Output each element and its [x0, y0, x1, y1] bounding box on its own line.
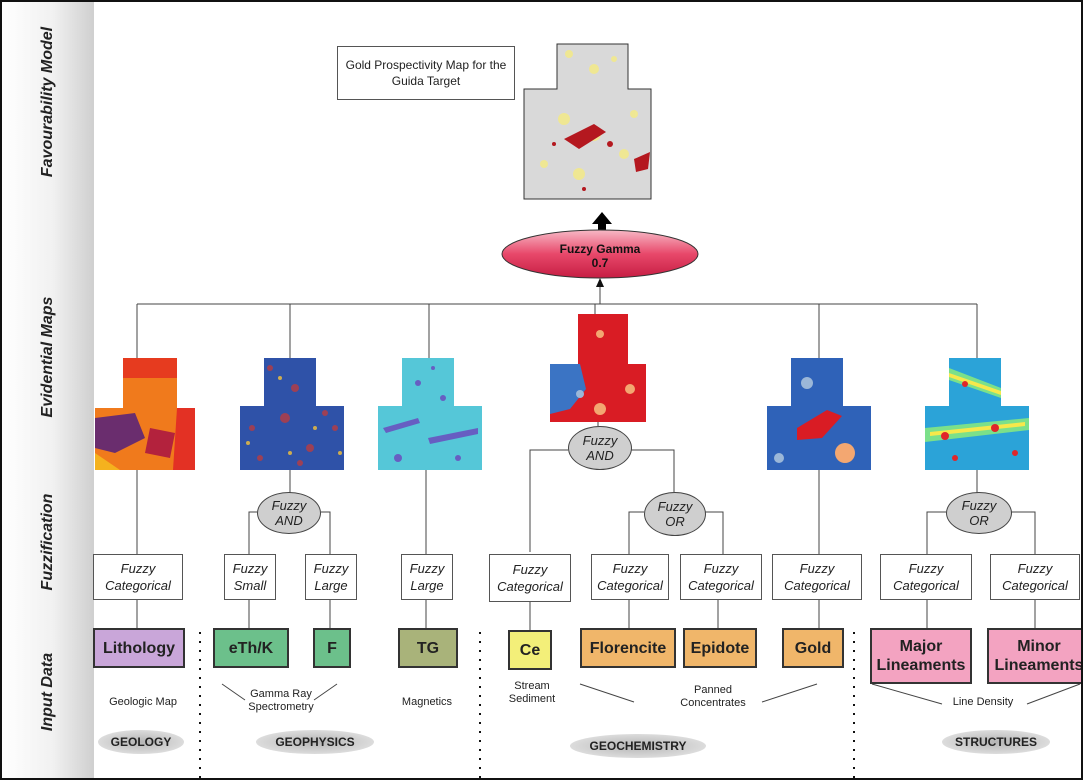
major-lineaments-box: Major Lineaments: [870, 628, 972, 684]
line-density-map: [925, 358, 1029, 470]
fuzzy-large-tg: Fuzzy Large: [401, 554, 453, 600]
category-geophysics: GEOPHYSICS: [256, 730, 374, 754]
geochemistry-map: [550, 314, 646, 422]
magnetics-map: [378, 358, 482, 470]
fuzzy-categorical-epidote: Fuzzy Categorical: [680, 554, 762, 600]
gamma-ray-map: [240, 358, 344, 470]
fuzzy-small-eth-k: Fuzzy Small: [224, 554, 276, 600]
gold-box: Gold: [782, 628, 844, 668]
source-geologic-map: Geologic Map: [109, 696, 177, 708]
fuzzy-categorical-major: Fuzzy Categorical: [880, 554, 972, 600]
tg-box: TG: [398, 628, 458, 668]
minor-lineaments-box: Minor Lineaments: [987, 628, 1081, 684]
lithology-map: [95, 358, 195, 470]
category-structures: STRUCTURES: [942, 730, 1050, 754]
fuzzy-large-f: Fuzzy Large: [305, 554, 357, 600]
fuzzy-gamma-shape: [501, 229, 699, 279]
ce-box: Ce: [508, 630, 552, 670]
fuzzy-categorical-gold: Fuzzy Categorical: [772, 554, 862, 600]
fuzzy-or-panned: Fuzzy OR: [644, 492, 706, 536]
epidote-box: Epidote: [683, 628, 757, 668]
florencite-box: Florencite: [580, 628, 676, 668]
source-stream-sediment: Stream Sediment: [508, 680, 556, 705]
fuzzy-categorical-minor: Fuzzy Categorical: [990, 554, 1080, 600]
category-geochemistry: GEOCHEMISTRY: [570, 734, 706, 758]
side-panel: Favourability Model Evidential Maps Fuzz…: [2, 2, 94, 778]
source-line-density: Line Density: [952, 696, 1014, 708]
lithology-box: Lithology: [93, 628, 185, 668]
fuzzy-and-geochemistry: Fuzzy AND: [568, 426, 632, 470]
source-panned: Panned Concentrates: [680, 684, 746, 709]
gold-map: [767, 358, 871, 470]
eth-k-box: eTh/K: [213, 628, 289, 668]
title-text: Gold Prospectivity Map for the Guida Tar…: [345, 58, 507, 88]
category-geology: GEOLOGY: [98, 730, 184, 754]
source-magnetics: Magnetics: [401, 696, 453, 708]
f-box: F: [313, 628, 351, 668]
fuzzy-and-geophysics: Fuzzy AND: [257, 492, 321, 534]
source-gamma-ray: Gamma Ray Spectrometry: [248, 688, 314, 713]
fuzzy-or-structures: Fuzzy OR: [946, 492, 1012, 534]
fuzzy-categorical-florencite: Fuzzy Categorical: [591, 554, 669, 600]
fuzzy-categorical-ce: Fuzzy Categorical: [489, 554, 571, 602]
prospectivity-map: [523, 43, 652, 200]
fuzzy-categorical-lithology: Fuzzy Categorical: [93, 554, 183, 600]
title-box: Gold Prospectivity Map for the Guida Tar…: [337, 46, 515, 100]
